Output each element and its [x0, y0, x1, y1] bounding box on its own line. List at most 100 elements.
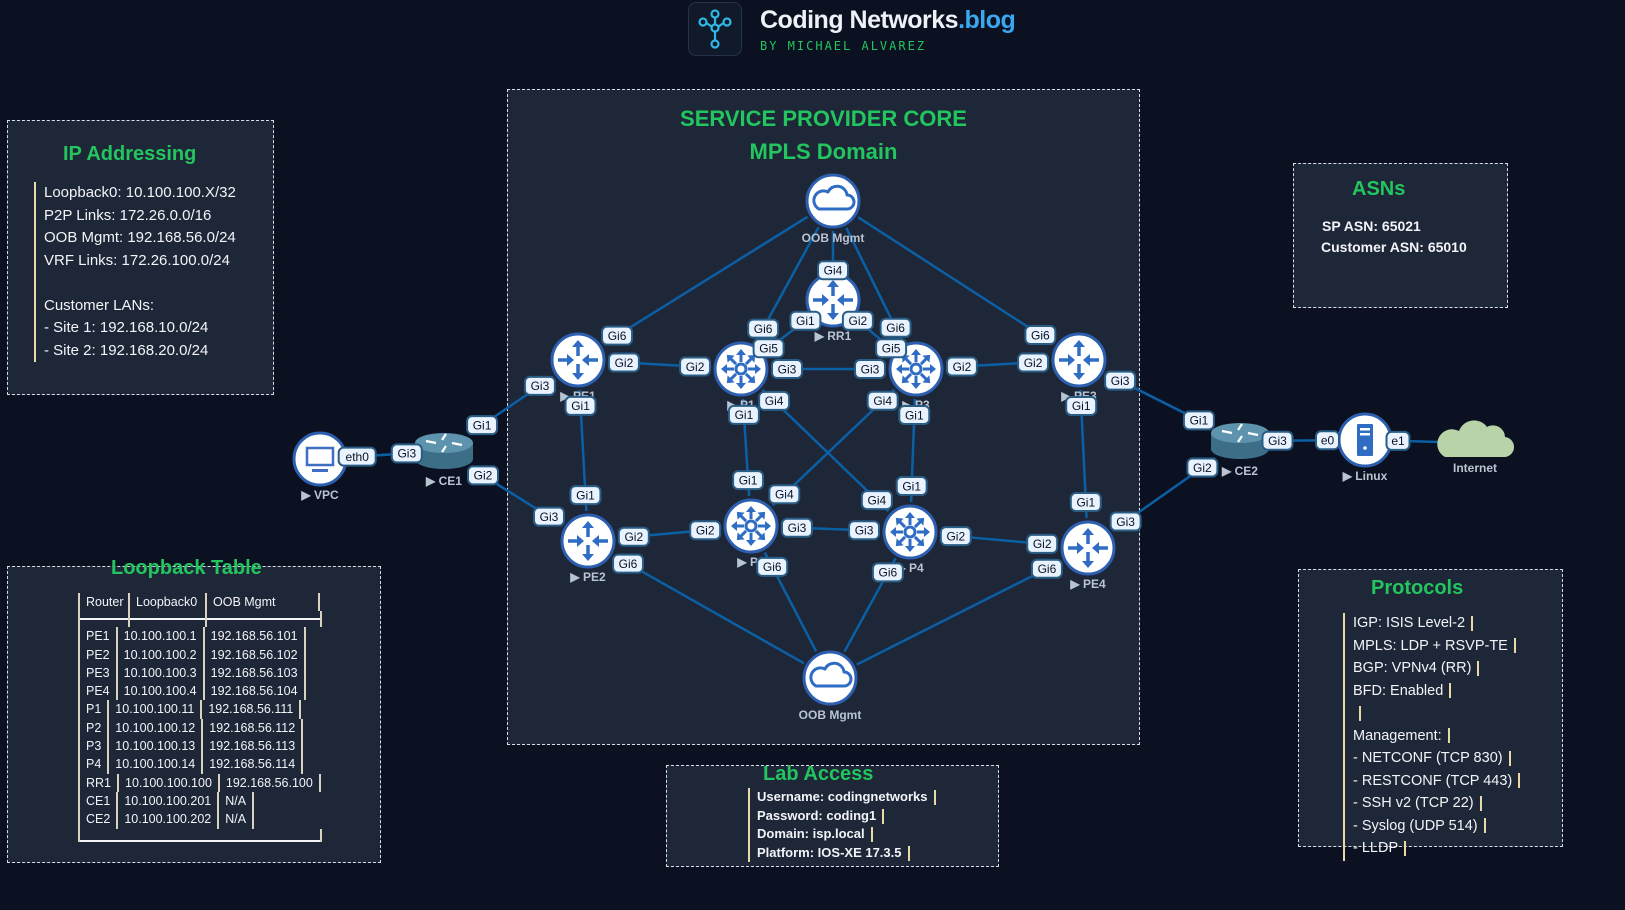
port-label: Gi3 — [771, 359, 803, 379]
port-label: Gi1 — [1069, 492, 1102, 513]
node-pe3[interactable]: ▶ PE3 — [1051, 332, 1107, 403]
node-internet[interactable]: Internet — [1437, 420, 1515, 475]
svg-text:Gi1: Gi1 — [1190, 414, 1209, 428]
node-pe2[interactable]: ▶ PE2 — [560, 513, 616, 584]
node-p2[interactable]: ▶ P2 — [723, 498, 779, 569]
port-label: Gi1 — [564, 395, 597, 416]
node-rr1[interactable]: ▶ RR1 — [805, 272, 861, 343]
svg-text:Gi6: Gi6 — [619, 557, 638, 571]
svg-text:Gi6: Gi6 — [879, 566, 898, 580]
ip-addressing-line: - Site 1: 192.168.10.0/24 — [34, 317, 236, 340]
svg-text:Gi1: Gi1 — [576, 488, 595, 502]
lab-access-line: Platform: IOS-XE 17.3.5 — [748, 843, 936, 862]
cisco-router-icon — [1211, 423, 1269, 459]
port-label: Gi6 — [747, 318, 780, 339]
table-cell: 192.168.56.103 — [202, 663, 306, 683]
ip-addressing-line: VRF Links: 172.26.100.0/24 — [34, 249, 236, 272]
node-ce1[interactable]: ▶ CE1 — [415, 433, 473, 488]
table-cell: PE3 — [78, 663, 116, 683]
link-pe3-oob1[interactable] — [857, 216, 1055, 345]
table-cell: 192.168.56.100 — [217, 773, 321, 792]
svg-text:e0: e0 — [1321, 434, 1335, 448]
table-cell: 192.168.56.102 — [202, 645, 306, 664]
svg-text:Gi2: Gi2 — [1024, 356, 1043, 370]
protocols-line: - SSH v2 (TCP 22) — [1343, 793, 1520, 816]
ip-addressing-title: IP Addressing — [63, 143, 197, 165]
svg-text:Gi2: Gi2 — [1033, 537, 1052, 551]
play-icon: ▶ — [425, 474, 439, 488]
svg-text:Gi1: Gi1 — [739, 473, 758, 487]
port-label: Gi3 — [854, 359, 886, 379]
port-label: e1 — [1385, 430, 1411, 451]
node-oob1[interactable]: OOB Mgmt — [802, 173, 865, 245]
svg-text:Gi2: Gi2 — [474, 469, 493, 483]
port-label: Gi3 — [1109, 511, 1142, 532]
svg-text:Gi1: Gi1 — [902, 479, 921, 493]
svg-text:Gi6: Gi6 — [1038, 562, 1057, 576]
node-ce2[interactable]: ▶ CE2 — [1211, 423, 1269, 478]
svg-text:Gi2: Gi2 — [946, 529, 965, 543]
port-label: Gi2 — [939, 526, 972, 547]
port-label: Gi5 — [875, 338, 908, 359]
protocols-title: Protocols — [1371, 577, 1464, 599]
brand-header: Coding Networks.blog BY MICHAEL ALVAREZ — [688, 2, 1016, 56]
ip-addressing-line: OOB Mgmt: 192.168.56.0/24 — [34, 227, 236, 250]
table-cell: 192.168.56.114 — [201, 755, 304, 774]
table-cell: P3 — [78, 737, 107, 756]
node-oob2[interactable]: OOB Mgmt — [799, 650, 862, 722]
svg-text:Gi5: Gi5 — [759, 342, 778, 356]
node-label: ▶ Linux — [1342, 469, 1388, 483]
monitor-icon — [305, 446, 335, 472]
port-label: Gi1 — [727, 404, 760, 425]
port-label: Gi2 — [1017, 352, 1050, 373]
svg-text:Gi4: Gi4 — [824, 264, 843, 278]
port-label: Gi4 — [866, 390, 899, 411]
table-cell: N/A — [217, 791, 255, 811]
node-linux[interactable]: ▶ Linux — [1337, 412, 1393, 483]
node-label: OOB Mgmt — [802, 231, 865, 245]
table-cell: 192.168.56.104 — [202, 682, 306, 701]
cloud-icon — [812, 184, 856, 211]
link-pe4-oob2[interactable] — [856, 560, 1062, 666]
port-label: Gi2 — [841, 310, 874, 331]
node-pe1[interactable]: ▶ PE1 — [550, 332, 606, 403]
link-pe2-oob2[interactable] — [613, 554, 805, 665]
svg-text:eth0: eth0 — [346, 450, 370, 464]
svg-text:Gi5: Gi5 — [882, 342, 901, 356]
port-label: Gi1 — [732, 470, 765, 491]
table-cell: 10.100.100.12 — [107, 718, 201, 738]
table-cell: 192.168.56.113 — [201, 737, 304, 756]
table-cell: 10.100.100.13 — [107, 737, 201, 756]
port-label: Gi3 — [1261, 430, 1294, 451]
table-cell: PE1 — [78, 627, 116, 646]
port-label: Gi6 — [612, 553, 645, 574]
svg-text:Gi6: Gi6 — [1031, 328, 1050, 342]
link-pe1-oob1[interactable] — [602, 215, 809, 346]
node-vpc[interactable]: ▶ VPC — [292, 431, 348, 502]
port-label: Gi2 — [467, 465, 500, 486]
network-topology-icon — [688, 2, 742, 56]
svg-text:Gi3: Gi3 — [788, 521, 807, 535]
port-label: Gi4 — [860, 490, 893, 511]
sp-core-title: SERVICE PROVIDER CORE — [680, 106, 967, 131]
port-label: Gi2 — [617, 526, 650, 547]
port-label: Gi3 — [780, 517, 813, 538]
svg-text:Gi4: Gi4 — [765, 394, 784, 408]
node-pe4[interactable]: ▶ PE4 — [1060, 520, 1116, 591]
table-cell: PE4 — [78, 682, 116, 701]
table-cell: 10.100.100.1 — [115, 627, 203, 646]
svg-text:Gi3: Gi3 — [1268, 434, 1287, 448]
svg-text:Gi3: Gi3 — [861, 362, 880, 376]
protocols-line — [1343, 703, 1520, 726]
node-p4[interactable]: ▶ P4 — [882, 504, 938, 575]
brand-title: Coding Networks.blog — [760, 6, 1016, 34]
table-cell: CE1 — [78, 791, 116, 811]
port-label: Gi3 — [390, 443, 423, 464]
